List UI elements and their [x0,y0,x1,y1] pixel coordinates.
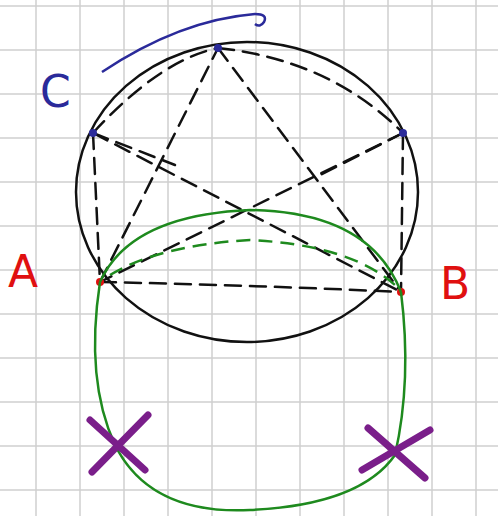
point-dots [96,278,405,296]
point-label: A [8,250,38,294]
point-label: B [440,262,470,306]
star-edges [93,48,403,292]
sphere-outline [76,42,418,342]
rotation-arrow [102,14,265,72]
vertex-dots [89,44,407,137]
x-marks [90,415,430,478]
rotation-label: C [40,70,71,114]
